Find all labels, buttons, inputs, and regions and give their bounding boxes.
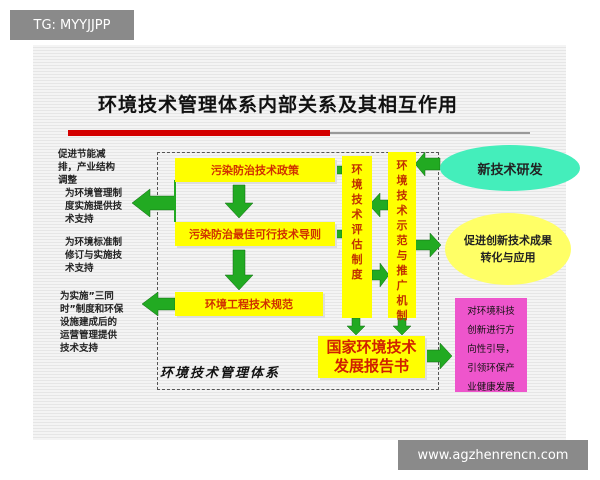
left-note-1: 促进节能减排，产业结构调整 xyxy=(58,149,116,186)
left-note-3: 为环境标准制修订与实施技术支持 xyxy=(65,237,123,274)
box-policy: 污染防治技术政策 xyxy=(175,158,335,182)
report-line2: 发展报告书 xyxy=(333,357,409,375)
arrow-to-left-note-4 xyxy=(141,291,176,317)
box-guide: 对环境科技创新进行方向性引导，引领环保产业健康发展 xyxy=(455,298,527,393)
left-note-4: 为实施”三同时”制度和环保设施建成后的运营管理提供技术支持 xyxy=(60,291,124,354)
box-evaluation: 环境技术评估制度 xyxy=(342,156,372,318)
arrow-newtech-to-demo xyxy=(414,151,441,177)
box-spec: 环境工程技术规范 xyxy=(175,292,323,316)
left-note-2: 为环境管理制度实施提供技术支持 xyxy=(65,188,123,225)
arrow-demo-to-eval xyxy=(368,192,389,218)
box-guideline: 污染防治最佳可行技术导则 xyxy=(175,222,335,246)
arrow-to-left-note-2 xyxy=(131,188,176,218)
system-label: 环境技术管理体系 xyxy=(160,366,281,381)
arrow-eval-to-report xyxy=(346,317,366,336)
watermark-top: TG: MYYJJPP xyxy=(10,10,134,40)
arrow-guideline-to-spec xyxy=(224,249,254,291)
arrow-report-to-guide xyxy=(425,342,453,370)
arrow-policy-to-guideline xyxy=(224,184,254,219)
arrow-demo-to-promote xyxy=(414,232,442,258)
ellipse-new-tech: 新技术研发 xyxy=(440,145,580,191)
box-demo: 环境技术示范与推广机制 xyxy=(388,152,416,322)
arrow-eval-to-demo xyxy=(371,262,390,288)
watermark-bottom: www.agzhenrencn.com xyxy=(398,440,588,470)
title-underline-red xyxy=(68,130,330,136)
ellipse-promote: 促进创新技术成果转化与应用 xyxy=(445,213,571,285)
report-line1: 国家环境技术 xyxy=(326,338,417,356)
arrow-demo-to-report xyxy=(392,317,412,336)
page-title: 环境技术管理体系内部关系及其相互作用 xyxy=(98,94,459,116)
title-underline-gray xyxy=(330,132,530,134)
box-report: 国家环境技术 发展报告书 xyxy=(318,336,425,378)
system-boundary xyxy=(157,152,439,390)
